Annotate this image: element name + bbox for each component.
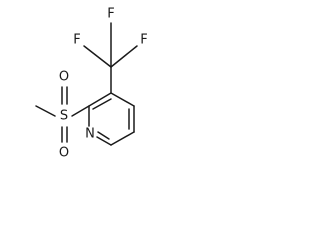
atom-nitrogen: N: [85, 127, 95, 142]
ring-bond-c3-c4: [110, 92, 135, 107]
bond-c-f-right: [110, 45, 138, 68]
bond-c2-s: [71, 105, 90, 117]
atom-fluorine-left: F: [73, 33, 80, 48]
atom-fluorine-top: F: [107, 7, 114, 22]
ring-bond-c2-c3: [88, 92, 112, 107]
atom-fluorine-right: F: [140, 33, 147, 48]
ring-bond-c5-c6: [110, 131, 135, 146]
bond-s-methyl: [35, 105, 56, 117]
chemical-structure-diagram: F F F O S O N: [35, 7, 148, 161]
ring-bond-c6-n1-inner: [97, 131, 110, 140]
atom-sulfur: S: [60, 109, 68, 124]
ring-bond-c2-c3-inner: [92, 98, 112, 110]
atom-oxygen-top: O: [59, 70, 69, 85]
ring-bond-c6-n1: [96, 136, 112, 146]
atom-oxygen-bottom: O: [59, 146, 69, 161]
bond-c-f-left: [83, 45, 112, 68]
